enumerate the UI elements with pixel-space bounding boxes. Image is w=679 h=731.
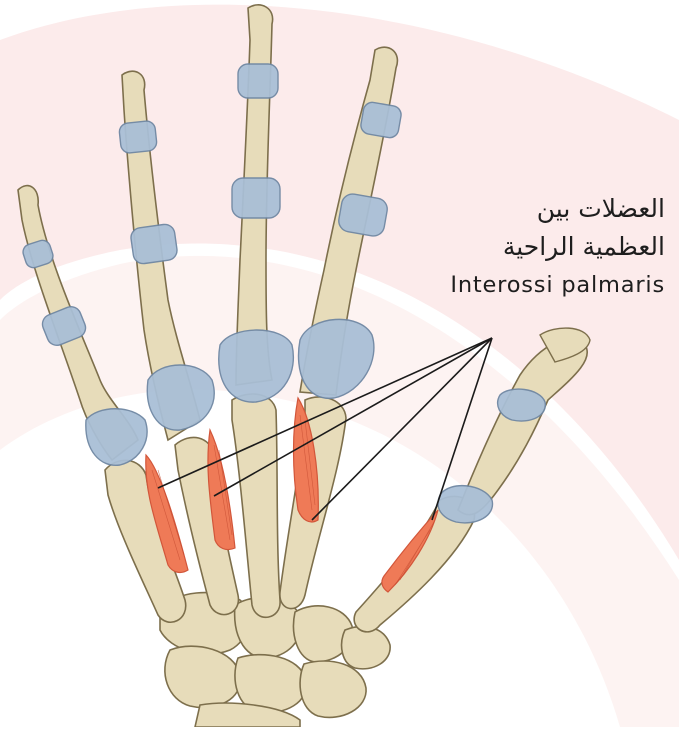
muscle-label: العضلات بين العظمية الراحية Interossi pa… xyxy=(365,190,665,302)
label-latin-name: Interossi palmaris xyxy=(365,268,665,302)
label-arabic-line-2: العظمية الراحية xyxy=(365,228,665,266)
label-arabic-line-1: العضلات بين xyxy=(365,190,665,228)
